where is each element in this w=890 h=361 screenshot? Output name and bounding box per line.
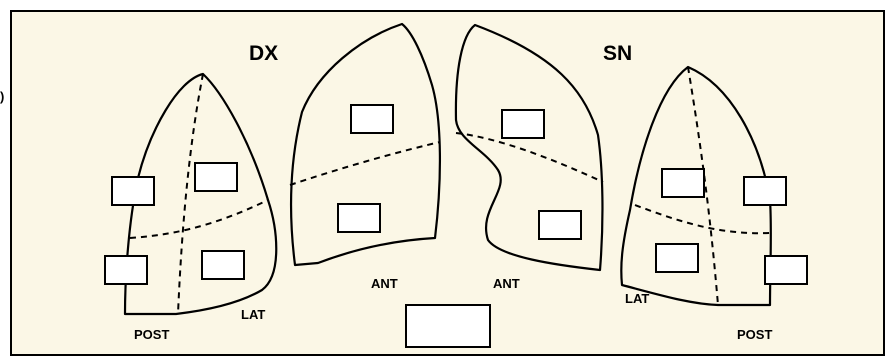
diagram-frame: [10, 10, 885, 356]
segment-box-right-ant-lower: [337, 203, 381, 233]
segment-box-left-lat-upper-post: [743, 176, 787, 206]
left-lung-anterior-view: [454, 23, 604, 272]
right-anterior-outline: [289, 22, 442, 267]
post-label-left: POST: [737, 327, 772, 342]
left-lateral-outline: [620, 65, 772, 307]
segment-box-left-ant-lower: [538, 210, 582, 240]
right-lung-anterior-view: [289, 22, 442, 267]
left-anterior-outline: [454, 23, 604, 272]
right-anterior-fissure: [289, 141, 441, 186]
segment-box-right-ant-upper: [350, 104, 394, 134]
right-lateral-outline: [123, 72, 278, 316]
right-lateral-horizontal-fissure: [129, 199, 269, 239]
segment-box-right-lat-upper-ant: [194, 162, 238, 192]
right-lung-lateral-view: [104, 72, 278, 316]
right-lateral-oblique-fissure: [177, 73, 204, 315]
segment-box-left-lat-lower-ant: [655, 243, 699, 273]
lat-label-right: LAT: [241, 307, 265, 322]
segment-box-left-lat-lower-post: [764, 255, 808, 285]
segment-box-right-lat-upper-post: [111, 176, 155, 206]
sn-label: SN: [603, 42, 632, 65]
ant-label-left: ANT: [493, 276, 520, 291]
lat-label-left: LAT: [625, 291, 649, 306]
dx-label: DX: [249, 42, 278, 65]
left-lung-lateral-view: [620, 65, 808, 307]
summary-box: [405, 304, 491, 348]
post-label-right: POST: [134, 327, 169, 342]
segment-box-left-ant-upper: [501, 109, 545, 139]
left-lateral-horizontal-fissure: [634, 204, 771, 235]
segment-box-right-lat-lower-ant: [201, 250, 245, 280]
ant-label-right: ANT: [371, 276, 398, 291]
edge-fragment-text: ): [0, 89, 4, 104]
segment-box-right-lat-lower-post: [104, 255, 148, 285]
left-anterior-fissure: [455, 132, 604, 183]
segment-box-left-lat-upper-ant: [661, 168, 705, 198]
